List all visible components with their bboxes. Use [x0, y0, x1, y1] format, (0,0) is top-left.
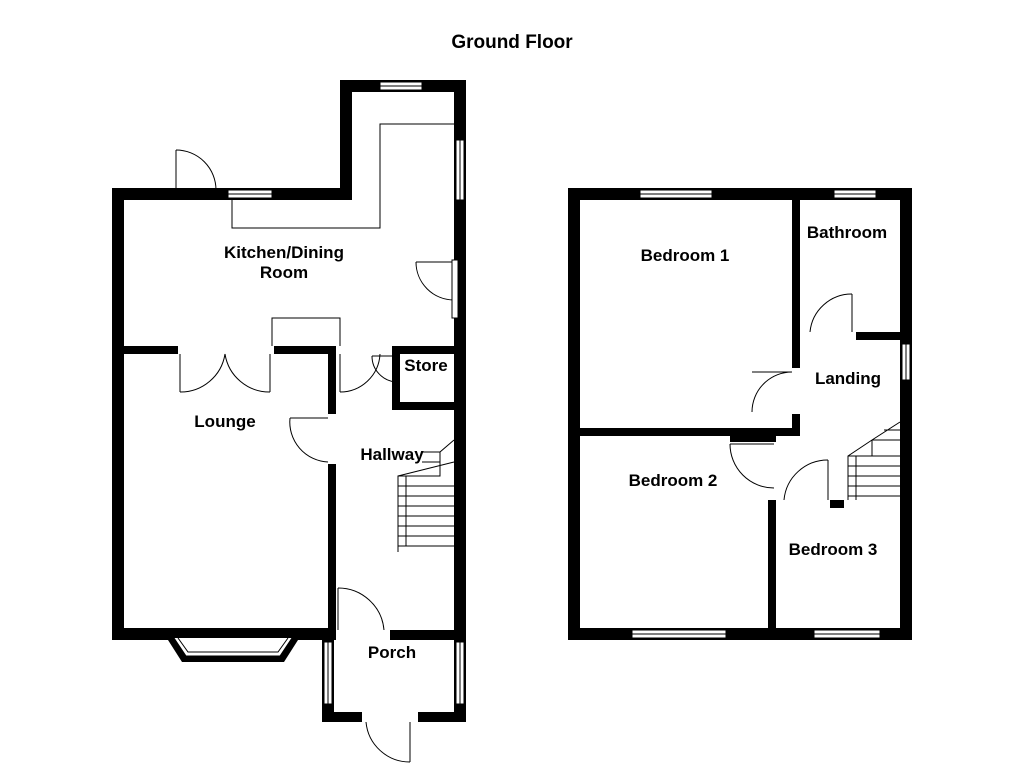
label-bedroom1: Bedroom 1	[641, 246, 730, 265]
wall-bed1-bath	[792, 200, 800, 368]
wall-kitchen-lounge-right	[274, 346, 336, 354]
door-bedroom3	[783, 459, 829, 501]
label-hallway: Hallway	[360, 445, 424, 464]
floor-title: Ground Floor	[451, 32, 573, 53]
wall-left	[112, 188, 124, 640]
window-bathroom	[833, 189, 877, 199]
wall-store-top	[392, 346, 454, 354]
label-landing: Landing	[815, 369, 881, 388]
label-store: Store	[404, 356, 447, 375]
wall-top-left	[112, 188, 176, 200]
door-hallway-kitchen	[339, 353, 381, 393]
label-bedroom3: Bedroom 3	[789, 540, 878, 559]
door-lounge-hallway	[289, 417, 329, 463]
wall-bottom-left	[112, 628, 170, 640]
wall-bed2-bed3	[768, 500, 776, 628]
wall-bottom-right	[296, 628, 336, 640]
kitchen-worktop-lower	[271, 317, 341, 346]
wall-bathroom-bottom	[856, 332, 900, 340]
wall-store-left	[392, 346, 400, 408]
wall-right	[454, 80, 466, 640]
window-kitchen-back	[227, 189, 273, 199]
wall-hallway-upper	[328, 346, 336, 414]
label-lounge: Lounge	[194, 412, 255, 431]
door-front	[365, 721, 411, 763]
wall-upper-right	[900, 188, 912, 640]
wall-bed1-lower	[792, 414, 800, 436]
upper-floor: Bedroom 1 Bathroom Landing Bedroom 2 Bed…	[568, 188, 912, 640]
door-bedroom2	[729, 443, 775, 489]
bay-window-lounge	[168, 628, 300, 662]
window-kitchen-top	[379, 81, 423, 91]
window-bedroom3	[813, 629, 881, 639]
window-bedroom2	[631, 629, 727, 639]
wall-bed1-bottom	[580, 428, 800, 436]
staircase-hallway	[397, 439, 455, 552]
door-porch-inner	[337, 587, 385, 631]
wall-hallway-lower	[328, 464, 336, 640]
label-porch: Porch	[368, 643, 416, 662]
label-bedroom2: Bedroom 2	[629, 471, 718, 490]
wall-bed3-top	[830, 500, 844, 508]
label-kitchen-line1: Kitchen/Dining	[224, 243, 344, 262]
door-lounge-double	[179, 353, 271, 393]
window-bedroom1	[639, 189, 713, 199]
wall-porch-bottom-left	[322, 712, 362, 722]
ground-floor: Kitchen/Dining Room Lounge Hallway Store…	[112, 80, 466, 763]
window-landing	[901, 343, 911, 381]
door-store	[371, 355, 397, 383]
staircase-landing	[847, 421, 901, 500]
door-kitchen-back	[175, 149, 217, 191]
wall-porch-bottom-right	[418, 712, 466, 722]
wall-extension-left	[340, 80, 352, 200]
door-kitchen-side	[415, 259, 459, 319]
wall-store-bottom	[392, 402, 454, 410]
wall-bed2-top-right	[730, 436, 776, 442]
window-kitchen-side	[455, 139, 465, 201]
wall-upper-left	[568, 188, 580, 640]
door-bathroom	[809, 293, 853, 333]
kitchen-worktop	[231, 123, 454, 229]
label-bathroom: Bathroom	[807, 223, 887, 242]
label-kitchen-line2: Room	[260, 263, 308, 282]
window-porch-right	[455, 641, 465, 705]
wall-kitchen-lounge-left	[124, 346, 178, 354]
door-bedroom1	[751, 371, 793, 413]
wall-porch-top	[390, 630, 466, 640]
window-porch-left	[323, 641, 333, 705]
